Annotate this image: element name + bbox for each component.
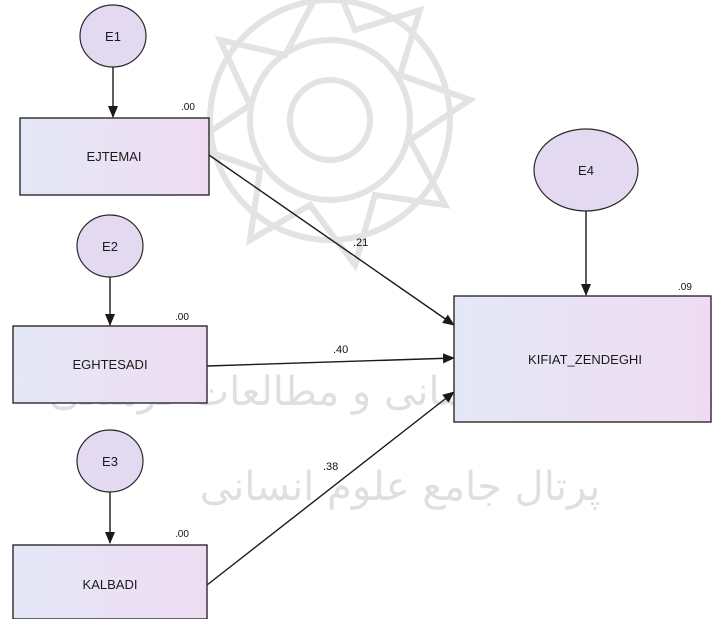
error-e3: E3 (76, 429, 144, 493)
variable-eghtesadi: EGHTESADI .00 (12, 312, 208, 404)
error-e4: E4 (533, 128, 639, 212)
error-e1: E1 (79, 4, 147, 68)
error-e3-label: E3 (102, 454, 118, 469)
coef-ejtemai-kifiat: .21 (353, 237, 368, 249)
variable-kifiat-zendeghi-label: KIFIAT_ZENDEGHI (528, 352, 642, 367)
paths (105, 66, 591, 586)
path-kalbadi-kifiat (206, 391, 455, 586)
path-eghtesadi-kifiat (206, 353, 455, 367)
path-ejtemai-kifiat (208, 154, 455, 326)
watermark-line-2: پرتال جامع علوم انسانی (200, 464, 601, 510)
watermark-rosette-icon (183, 0, 477, 272)
variable-ejtemai: EJTEMAI .00 (19, 102, 210, 196)
coef-eghtesadi-kifiat: .40 (333, 344, 348, 356)
coef-kalbadi-kifiat: .38 (323, 461, 338, 473)
error-e4-label: E4 (578, 163, 594, 178)
variable-eghtesadi-r2: .00 (175, 312, 189, 323)
watermark: پژوهشگاه علوم انسانی و مطالعات فرهنگی پر… (49, 0, 712, 510)
variable-kalbadi: KALBADI .00 (12, 529, 208, 619)
error-e2: E2 (76, 214, 144, 278)
variable-kalbadi-label: KALBADI (83, 577, 138, 592)
variable-kifiat-zendeghi: KIFIAT_ZENDEGHI .09 (453, 282, 712, 423)
variable-ejtemai-r2: .00 (181, 102, 195, 113)
variable-ejtemai-label: EJTEMAI (87, 149, 142, 164)
variable-kalbadi-r2: .00 (175, 529, 189, 540)
variable-kifiat-zendeghi-r2: .09 (678, 282, 692, 293)
variable-eghtesadi-label: EGHTESADI (72, 357, 147, 372)
error-e2-label: E2 (102, 239, 118, 254)
error-e1-label: E1 (105, 29, 121, 44)
